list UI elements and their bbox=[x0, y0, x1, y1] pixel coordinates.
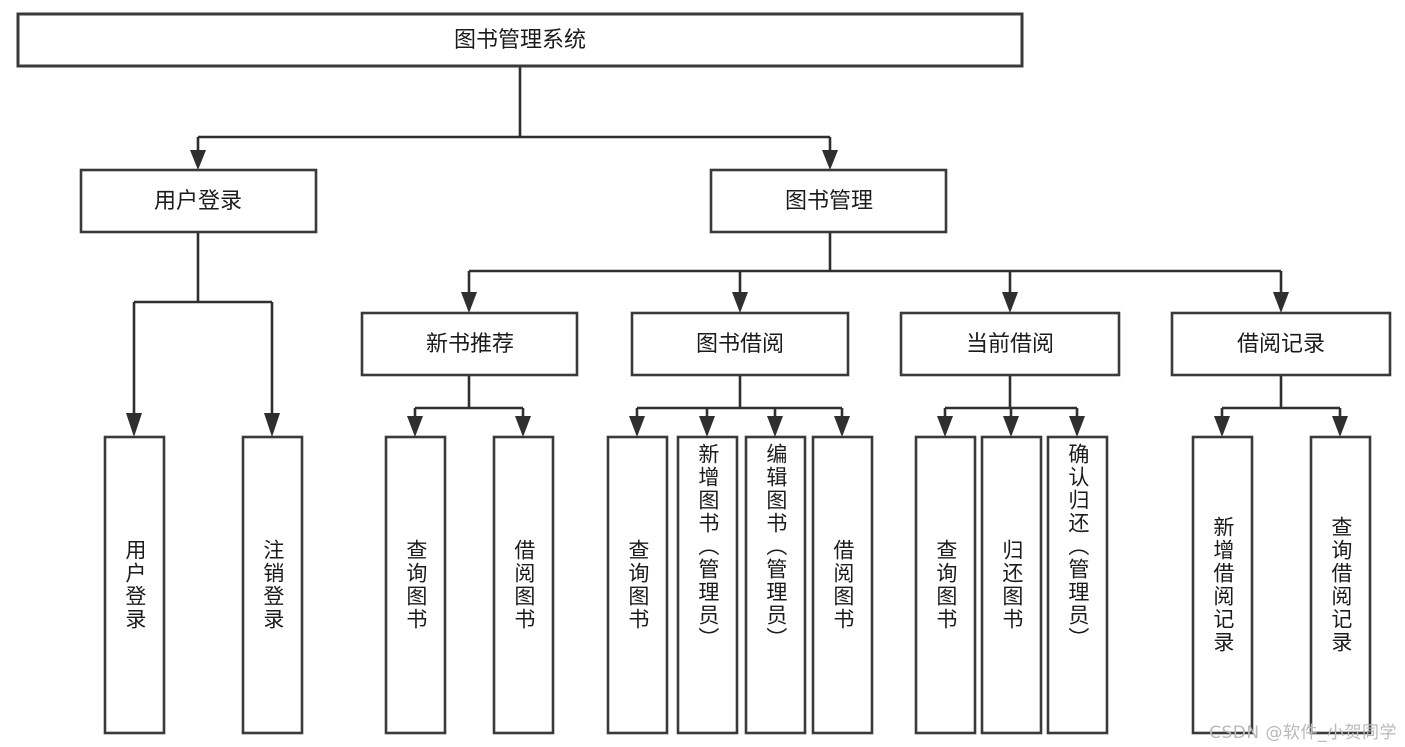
node-borrow-record-label: 借阅记录 bbox=[1237, 332, 1325, 357]
node-book-management[interactable]: 图书管理 bbox=[709, 168, 948, 234]
connector-layer bbox=[126, 66, 1348, 437]
arrow-leaf-query-book-3 bbox=[937, 416, 953, 437]
arrow-leaf-confirm-return-admin bbox=[1069, 416, 1085, 437]
node-borrow-record[interactable]: 借阅记录 bbox=[1170, 311, 1392, 377]
node-leaf-edit-book-admin-box[interactable] bbox=[744, 435, 807, 735]
node-leaf-borrow-book-1-box[interactable] bbox=[492, 435, 555, 735]
node-book-borrow-label: 图书借阅 bbox=[696, 332, 784, 357]
arrow-leaf-query-borrow-record bbox=[1332, 416, 1348, 437]
node-leaf-query-book-1-box[interactable] bbox=[384, 435, 447, 735]
arrow-new-book-recommend bbox=[461, 292, 477, 313]
node-leaf-add-book-admin-box[interactable] bbox=[676, 435, 739, 735]
csdn-watermark: CSDN @软件_小贺同学 bbox=[1209, 723, 1397, 743]
arrow-leaf-query-book-2 bbox=[629, 416, 645, 437]
node-leaf-logout-login-box[interactable] bbox=[241, 435, 304, 735]
node-user-login[interactable]: 用户登录 bbox=[79, 168, 318, 234]
arrow-leaf-borrow-book-2 bbox=[834, 416, 850, 437]
node-book-borrow-box[interactable] bbox=[630, 311, 850, 377]
leaf-box-layer bbox=[103, 435, 1372, 735]
arrow-leaf-user-login bbox=[126, 413, 142, 437]
node-root-box[interactable] bbox=[16, 12, 1024, 68]
node-user-login-label: 用户登录 bbox=[154, 189, 242, 214]
node-book-management-label: 图书管理 bbox=[785, 189, 873, 214]
node-new-book-recommend-box[interactable] bbox=[360, 311, 579, 377]
arrow-leaf-query-book-1 bbox=[407, 416, 423, 437]
node-new-book-recommend[interactable]: 新书推荐 bbox=[360, 311, 579, 377]
node-root[interactable]: 图书管理系统 bbox=[16, 12, 1024, 68]
node-current-borrow-label: 当前借阅 bbox=[966, 332, 1054, 357]
node-leaf-user-login-box[interactable] bbox=[103, 435, 166, 735]
arrow-leaf-edit-book-admin bbox=[767, 416, 783, 437]
node-leaf-return-book-box[interactable] bbox=[980, 435, 1043, 735]
arrow-leaf-add-borrow-record bbox=[1214, 416, 1230, 437]
node-leaf-borrow-book-2-box[interactable] bbox=[811, 435, 874, 735]
node-leaf-query-book-3-box[interactable] bbox=[914, 435, 977, 735]
arrow-user-login bbox=[190, 150, 206, 170]
arrow-borrow-record bbox=[1273, 292, 1289, 313]
node-leaf-confirm-return-admin-box[interactable] bbox=[1046, 435, 1109, 735]
node-current-borrow-box[interactable] bbox=[899, 311, 1121, 377]
node-leaf-query-borrow-record-box[interactable] bbox=[1309, 435, 1372, 735]
arrow-leaf-logout-login bbox=[264, 413, 280, 437]
node-leaf-query-book-2-box[interactable] bbox=[606, 435, 669, 735]
arrow-book-management bbox=[822, 150, 838, 170]
arrow-book-borrow bbox=[732, 292, 748, 313]
node-root-label: 图书管理系统 bbox=[454, 28, 586, 53]
arrow-leaf-borrow-book-1 bbox=[515, 416, 531, 437]
node-user-login-box[interactable] bbox=[79, 168, 318, 234]
arrow-leaf-add-book-admin bbox=[699, 416, 715, 437]
node-leaf-add-borrow-record-box[interactable] bbox=[1191, 435, 1254, 735]
node-current-borrow[interactable]: 当前借阅 bbox=[899, 311, 1121, 377]
node-book-management-box[interactable] bbox=[709, 168, 948, 234]
arrow-leaf-return-book bbox=[1003, 416, 1019, 437]
node-borrow-record-box[interactable] bbox=[1170, 311, 1392, 377]
node-book-borrow[interactable]: 图书借阅 bbox=[630, 311, 850, 377]
node-new-book-recommend-label: 新书推荐 bbox=[426, 332, 514, 357]
arrow-current-borrow bbox=[1002, 292, 1018, 313]
